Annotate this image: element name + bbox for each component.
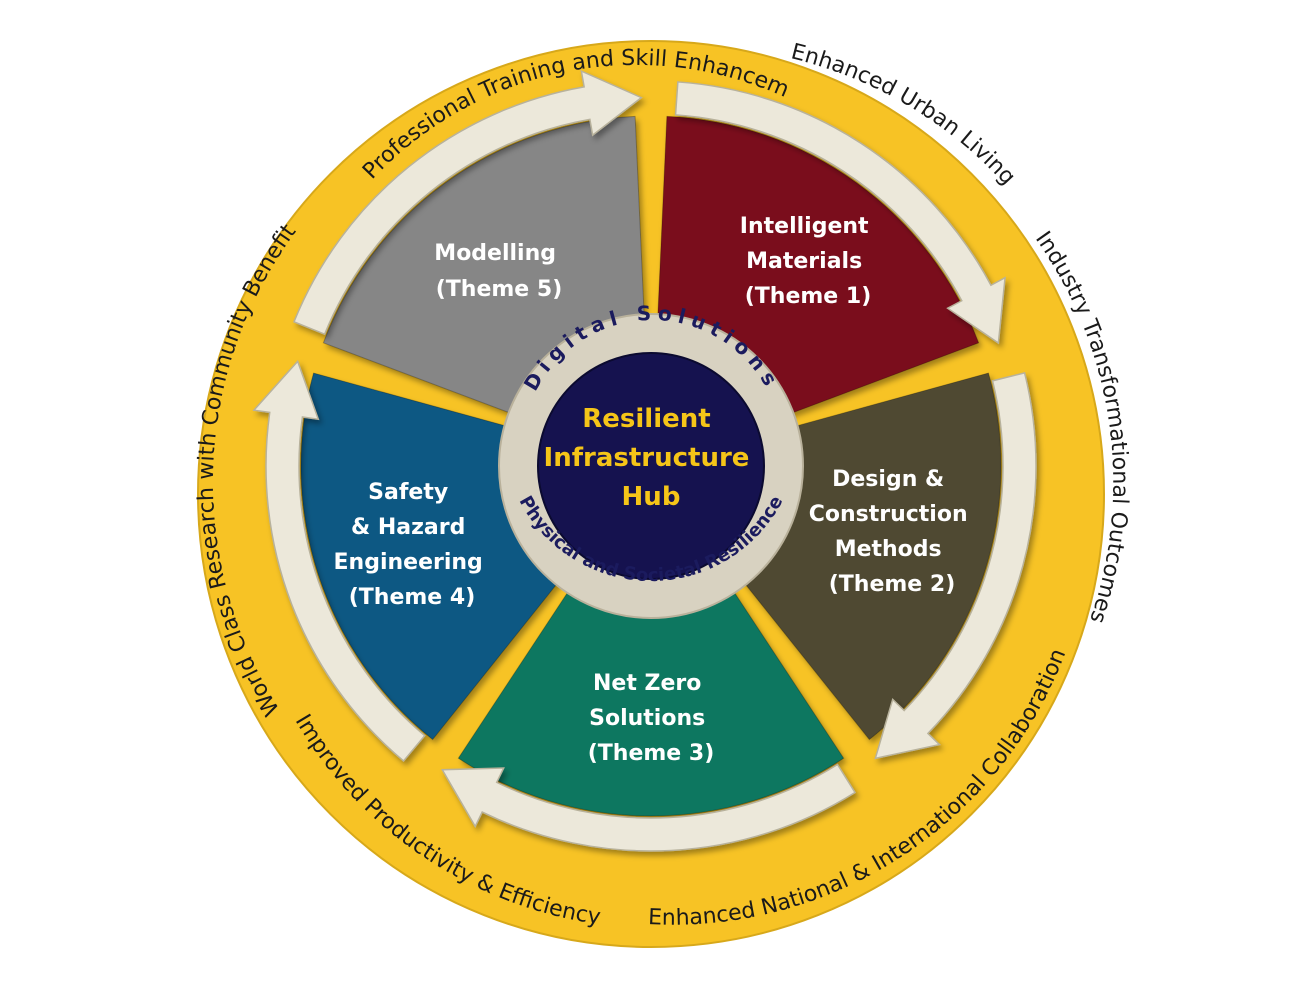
cycle-arrows bbox=[252, 69, 1037, 852]
theme-label-2: Design & Construction Methods (Theme 2) bbox=[809, 467, 976, 597]
theme-label-3: Net Zero Solutions (Theme 3) bbox=[588, 671, 715, 766]
cycle-arrow-1 bbox=[674, 81, 1006, 345]
central-hub: Digital Solutions Physical and Societal … bbox=[498, 301, 804, 619]
theme-label-1: Intelligent Materials (Theme 1) bbox=[740, 214, 876, 309]
cycle-arrow-2 bbox=[874, 371, 1037, 760]
theme-segments bbox=[300, 115, 1002, 817]
cycle-arrow-5 bbox=[293, 69, 643, 336]
hub-core bbox=[537, 352, 765, 580]
theme-label-5: Modelling (Theme 5) bbox=[434, 241, 563, 302]
cycle-arrow-4 bbox=[252, 359, 426, 762]
cycle-arrow-3 bbox=[440, 763, 857, 852]
hub-title: Resilient Infrastructure Hub bbox=[544, 404, 759, 512]
theme-labels: Intelligent Materials (Theme 1) Design &… bbox=[334, 214, 976, 766]
theme-label-4: Safety & Hazard Engineering (Theme 4) bbox=[334, 480, 491, 610]
